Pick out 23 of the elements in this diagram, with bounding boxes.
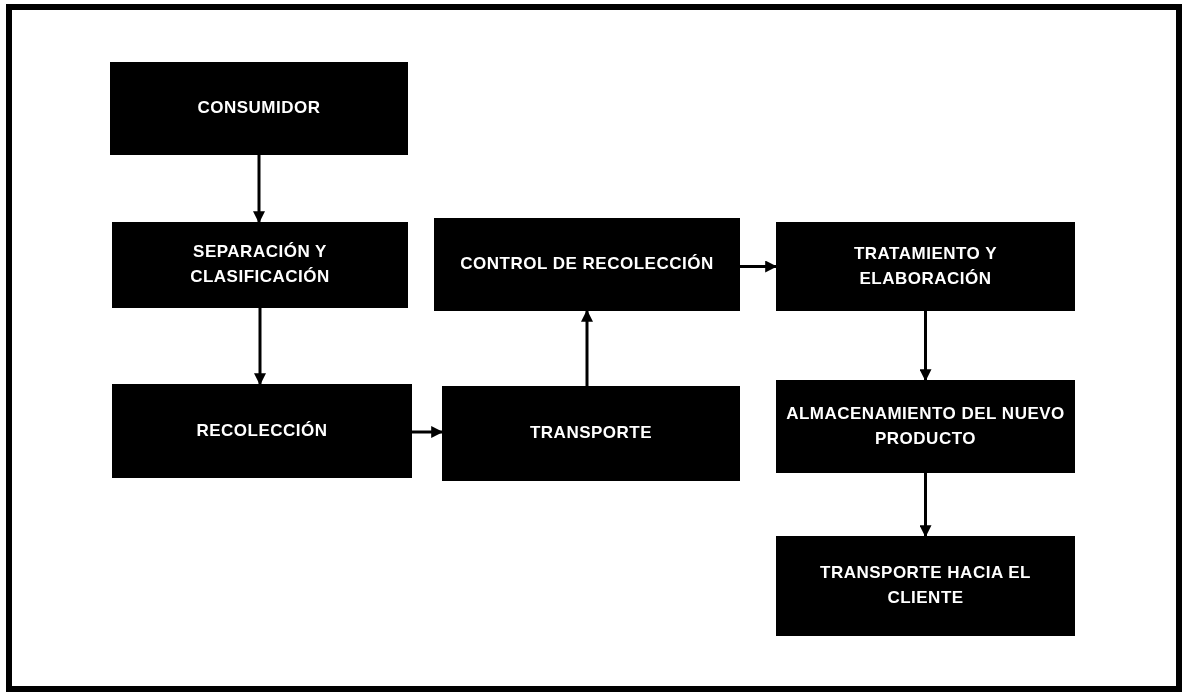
process-box (434, 218, 740, 311)
process-box (442, 386, 740, 481)
box-label: RECOLECCIÓN (196, 419, 328, 442)
process-box (776, 536, 1075, 636)
box-label: TRANSPORTE (529, 422, 653, 445)
box-label: TRATAMIENTO Y ELABORACIÓN (852, 242, 999, 290)
process-box (110, 62, 408, 155)
arrow (581, 309, 593, 386)
process-box (776, 380, 1075, 473)
arrow (919, 311, 932, 382)
arrow (919, 473, 932, 538)
arrow (412, 426, 444, 438)
box-label: ALMACENAMIENTO DEL NUEVO PRODUCTO (786, 402, 1065, 450)
box-label: SEPARACIÓN Y CLASIFICACIÓN (189, 241, 331, 288)
box-label: CONTROL DE RECOLECCIÓN (460, 253, 714, 276)
process-box (776, 222, 1075, 311)
arrow (740, 260, 778, 273)
arrow (253, 155, 265, 224)
process-box (112, 222, 408, 308)
arrow (254, 308, 266, 386)
box-label: CONSUMIDOR (197, 97, 321, 120)
box-label: TRANSPORTE HACIA EL CLIENTE (819, 562, 1032, 609)
process-box (112, 384, 412, 478)
